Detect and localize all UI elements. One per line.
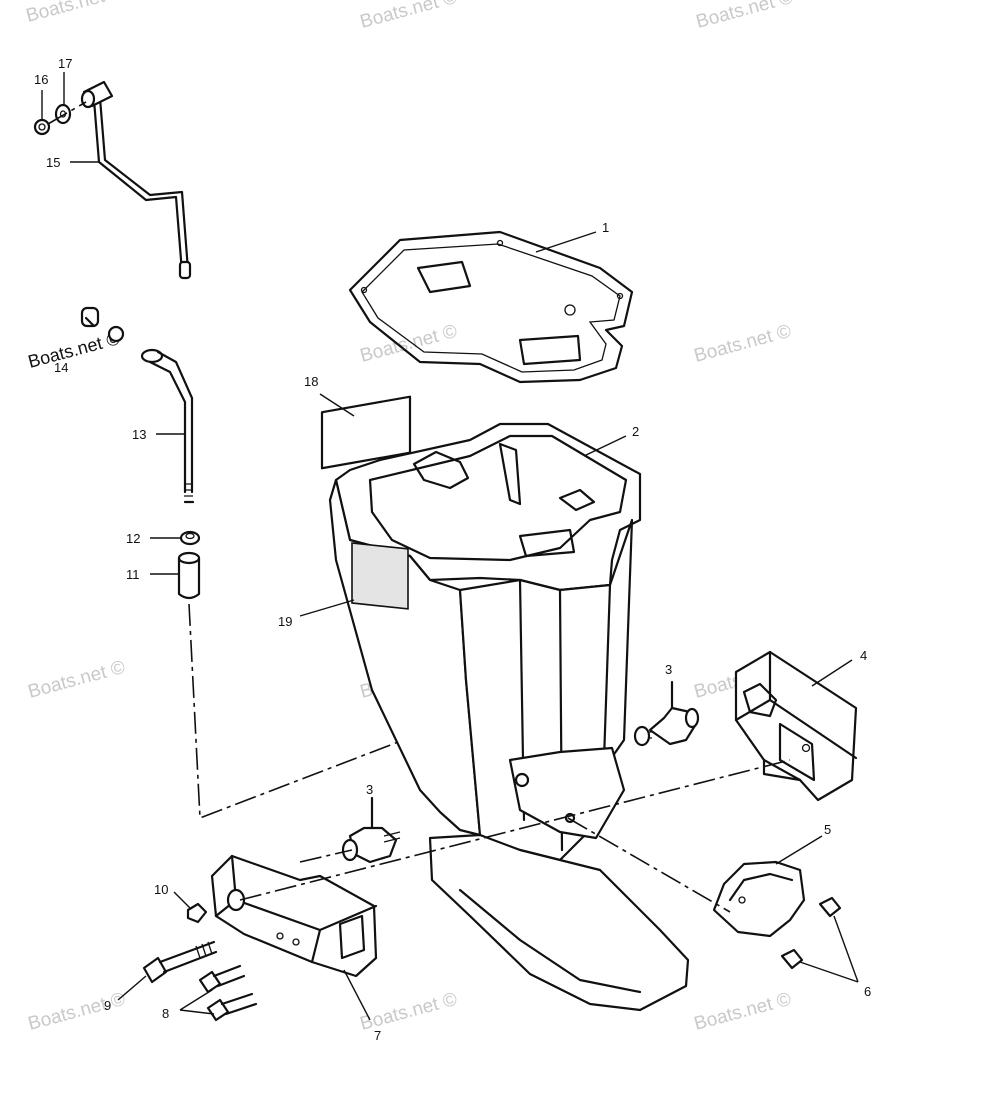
- part-10-nut: [186, 902, 208, 924]
- callout-16: 16: [34, 72, 48, 87]
- callout-17: 17: [58, 56, 72, 71]
- watermark: Boats.net ©: [26, 989, 128, 1035]
- part-4-mount-bracket: [734, 650, 858, 802]
- callout-18: 18: [304, 374, 318, 389]
- watermark-dark: Boats.net ©: [26, 328, 122, 372]
- axis-line-lower: [239, 759, 791, 901]
- part-13-shift-rod: [140, 348, 195, 504]
- part-1-gasket: [348, 230, 634, 384]
- axis-line-3: [299, 849, 353, 863]
- part-6-screws: [780, 896, 842, 970]
- watermark: Boats.net ©: [692, 989, 794, 1035]
- callout-2: 2: [632, 424, 639, 439]
- part-18-decal: [320, 395, 412, 470]
- callout-3-upper: 3: [665, 662, 672, 677]
- callout-13: 13: [132, 427, 146, 442]
- part-17-washer: [54, 103, 72, 125]
- watermark: Boats.net ©: [358, 321, 460, 367]
- part-8-bolts: [198, 964, 258, 1022]
- watermark: Boats.net ©: [26, 657, 128, 703]
- part-12-nut: [179, 530, 201, 546]
- callout-8: 8: [162, 1006, 169, 1021]
- part-3-mount-upper: [633, 680, 700, 747]
- part-5-cover: [712, 860, 806, 938]
- callout-3-lower: 3: [366, 782, 373, 797]
- part-19-decal: [351, 542, 409, 610]
- part-15-shift-rod: [80, 80, 192, 280]
- part-9-bolt: [142, 940, 218, 984]
- callout-14: 14: [54, 360, 68, 375]
- callout-1: 1: [602, 220, 609, 235]
- leader-lines: [41, 72, 859, 1021]
- axis-line-cover: [567, 817, 731, 913]
- callout-11: 11: [126, 567, 140, 582]
- axis-line-15: [47, 101, 87, 125]
- callout-19: 19: [278, 614, 292, 629]
- callout-15: 15: [46, 155, 60, 170]
- callout-10: 10: [154, 882, 168, 897]
- callout-4: 4: [860, 648, 867, 663]
- part-3-mount-lower: [341, 796, 401, 864]
- part-14-pin: [80, 306, 125, 343]
- part-7-mount-bracket: [210, 854, 378, 978]
- watermark: Boats.net ©: [358, 0, 460, 33]
- part-2-driveshaft-housing: [328, 422, 690, 1012]
- callout-9: 9: [104, 998, 111, 1013]
- watermark: Boats.net ©: [24, 0, 126, 27]
- callout-7: 7: [374, 1028, 381, 1043]
- watermark: Boats.net ©: [694, 0, 796, 33]
- callout-labels: 1 2 3 3 4 5 6 7 8 9 10 11 12 13 14 15 16…: [34, 56, 871, 1043]
- callout-12: 12: [126, 531, 140, 546]
- callout-5: 5: [824, 822, 831, 837]
- part-11-coupler: [177, 551, 201, 600]
- watermark: Boats.net ©: [692, 321, 794, 367]
- part-16-nut: [33, 118, 51, 136]
- callout-6: 6: [864, 984, 871, 999]
